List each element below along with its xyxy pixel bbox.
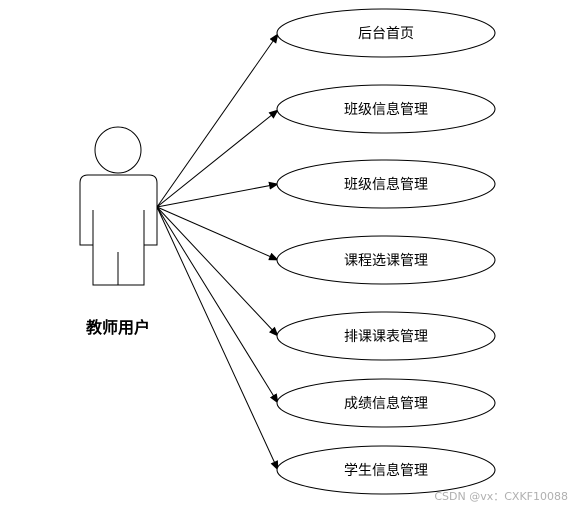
actor-body: [79, 174, 158, 286]
association-line: [156, 206, 279, 261]
association-line: [156, 33, 279, 208]
use-case-label: 学生信息管理: [344, 462, 428, 479]
association-line: [156, 206, 279, 337]
association-line: [156, 206, 279, 404]
association-line: [156, 109, 279, 208]
actor-teacher: 教师用户: [79, 126, 158, 337]
use-case-7: 学生信息管理: [276, 445, 496, 495]
actor-head: [94, 126, 142, 174]
use-case-label: 课程选课管理: [344, 253, 428, 269]
use-case-ellipse: [276, 8, 496, 58]
association-line: [156, 206, 279, 471]
use-case-label: 后台首页: [358, 26, 414, 42]
use-case-label: 班级信息管理: [344, 176, 428, 193]
use-case-ellipse: [276, 378, 496, 428]
associations: [156, 33, 279, 471]
use-case-ellipse: [276, 159, 496, 209]
use-case-label: 班级信息管理: [344, 101, 428, 118]
use-case-5: 排课课表管理: [276, 311, 496, 361]
use-case-1: 后台首页: [276, 8, 496, 58]
use-case-ellipse: [276, 445, 496, 495]
use-case-ellipse: [276, 235, 496, 285]
use-case-2: 班级信息管理: [276, 84, 496, 134]
use-case-ellipse: [276, 311, 496, 361]
use-case-label: 排课课表管理: [344, 329, 428, 345]
use-case-label: 成绩信息管理: [344, 395, 428, 412]
use-case-6: 成绩信息管理: [276, 378, 496, 428]
actor-label: 教师用户: [86, 318, 150, 337]
use-case-ellipse: [276, 84, 496, 134]
association-line: [156, 181, 279, 208]
watermark: CSDN @vx：CXKF10088: [434, 490, 568, 503]
use-case-3: 班级信息管理: [276, 159, 496, 209]
use-case-4: 课程选课管理: [276, 235, 496, 285]
